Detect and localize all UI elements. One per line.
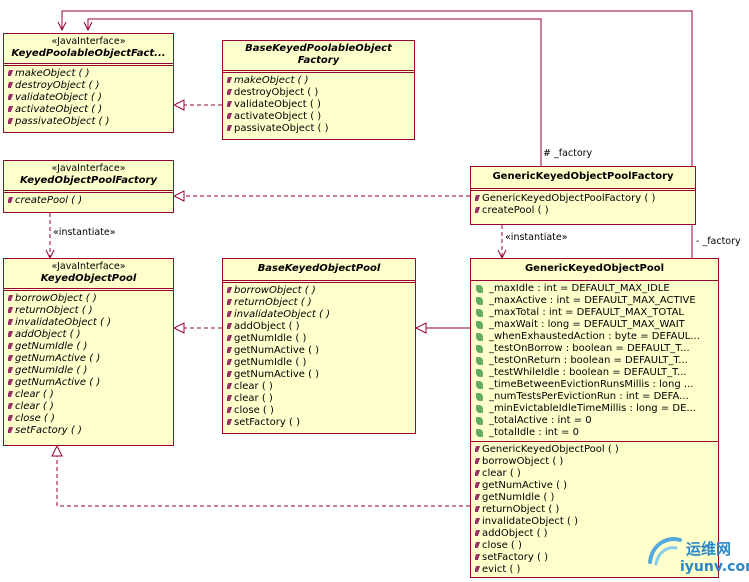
class-name: KeyedObjectPool <box>40 273 137 284</box>
operation: setFactory ( ) <box>475 552 715 564</box>
operation: addObject ( ) <box>8 329 170 341</box>
operation: returnObject ( ) <box>227 297 412 309</box>
operation: returnObject ( ) <box>475 504 715 516</box>
operation: getNumActive ( ) <box>227 369 412 381</box>
attribute: _maxActive : int = DEFAULT_MAX_ACTIVE <box>475 295 715 307</box>
operation: GenericKeyedObjectPoolFactory ( ) <box>475 193 692 205</box>
operation: getNumActive ( ) <box>475 480 715 492</box>
class-name: GenericKeyedObjectPool <box>524 263 665 274</box>
class-name-line1: BaseKeyedPoolableObject <box>245 43 392 54</box>
operations-section: createPool ( ) <box>4 192 173 209</box>
operation: getNumActive ( ) <box>8 377 170 389</box>
operation: destroyObject ( ) <box>8 80 170 92</box>
class-name: BaseKeyedObjectPool <box>257 263 381 274</box>
class-name: KeyedObjectPoolFactory <box>20 175 157 186</box>
operation: getNumIdle ( ) <box>475 492 715 504</box>
operation: createPool ( ) <box>8 195 170 207</box>
operation: clear ( ) <box>227 381 412 393</box>
realization-gkop-kop <box>57 446 470 507</box>
operation: passivateObject ( ) <box>227 123 411 135</box>
operations-section: borrowObject ( ) returnObject ( ) invali… <box>4 290 173 439</box>
class-generic-keyed-object-pool[interactable]: GenericKeyedObjectPool _maxIdle : int = … <box>470 258 719 578</box>
association-gkop-factory <box>62 10 693 258</box>
operation: invalidateObject ( ) <box>227 309 412 321</box>
attribute: _timeBetweenEvictionRunsMillis : long ..… <box>475 379 715 391</box>
operation: createPool ( ) <box>475 205 692 217</box>
operation: clear ( ) <box>475 468 715 480</box>
operation: getNumIdle ( ) <box>227 333 412 345</box>
operation: setFactory ( ) <box>8 425 170 437</box>
operation: validateObject ( ) <box>8 92 170 104</box>
attribute: _maxTotal : int = DEFAULT_MAX_TOTAL <box>475 307 715 319</box>
stereotype-label: «JavaInterface» <box>51 163 126 174</box>
operation: destroyObject ( ) <box>227 87 411 99</box>
watermark-cn: 运维网 <box>686 540 732 558</box>
operation: evict ( ) <box>475 564 715 576</box>
attribute: _testWhileIdle : boolean = DEFAULT_T... <box>475 367 715 379</box>
operation: invalidateObject ( ) <box>8 317 170 329</box>
operation: returnObject ( ) <box>8 305 170 317</box>
operation: borrowObject ( ) <box>475 456 715 468</box>
instantiate-left-label: «instantiate» <box>53 227 116 238</box>
class-name-line2: Factory <box>297 55 340 66</box>
operation: close ( ) <box>227 405 412 417</box>
operation: clear ( ) <box>227 393 412 405</box>
operation: getNumIdle ( ) <box>8 341 170 353</box>
operations-section: borrowObject ( ) returnObject ( ) invali… <box>223 282 415 431</box>
watermark-logo-icon <box>648 537 682 566</box>
operations-section: GenericKeyedObjectPool ( ) borrowObject … <box>471 441 718 578</box>
attribute: _minEvictableIdleTimeMillis : long = DE.… <box>475 403 715 415</box>
attribute: _testOnReturn : boolean = DEFAULT_T... <box>475 355 715 367</box>
operation: passivateObject ( ) <box>8 116 170 128</box>
attribute: _totalActive : int = 0 <box>475 415 715 427</box>
operation: getNumIdle ( ) <box>227 357 412 369</box>
class-generic-keyed-object-pool-factory[interactable]: GenericKeyedObjectPoolFactory GenericKey… <box>470 166 696 225</box>
operation: clear ( ) <box>8 389 170 401</box>
operation: getNumIdle ( ) <box>8 365 170 377</box>
attribute: _maxIdle : int = DEFAULT_MAX_IDLE <box>475 283 715 295</box>
attribute: _testOnBorrow : boolean = DEFAULT_T... <box>475 343 715 355</box>
operation: invalidateObject ( ) <box>475 516 715 528</box>
attribute: _totalIdle : int = 0 <box>475 427 715 439</box>
operation: activateObject ( ) <box>8 104 170 116</box>
class-keyed-poolable-object-factory[interactable]: «JavaInterface» KeyedPoolableObjectFact.… <box>3 33 174 133</box>
operation: getNumActive ( ) <box>8 353 170 365</box>
stereotype-label: «JavaInterface» <box>51 36 126 47</box>
factory-minus-label: - _factory <box>696 236 741 247</box>
operation: addObject ( ) <box>475 528 715 540</box>
attribute: _whenExhaustedAction : byte = DEFAUL... <box>475 331 715 343</box>
operation: addObject ( ) <box>227 321 412 333</box>
operation: close ( ) <box>8 413 170 425</box>
operation: borrowObject ( ) <box>8 293 170 305</box>
attributes-section: _maxIdle : int = DEFAULT_MAX_IDLE _maxAc… <box>471 281 718 441</box>
operation: borrowObject ( ) <box>227 285 412 297</box>
operation: validateObject ( ) <box>227 99 411 111</box>
operation: close ( ) <box>475 540 715 552</box>
operation: clear ( ) <box>8 401 170 413</box>
class-keyed-object-pool-factory[interactable]: «JavaInterface» KeyedObjectPoolFactory c… <box>3 160 174 213</box>
attribute: _numTestsPerEvictionRun : int = DEFA... <box>475 391 715 403</box>
factory-hash-label: # _factory <box>543 148 593 159</box>
operation: setFactory ( ) <box>227 417 412 429</box>
watermark-url: iyunv.com <box>680 559 749 575</box>
stereotype-label: «JavaInterface» <box>51 261 126 272</box>
class-keyed-object-pool[interactable]: «JavaInterface» KeyedObjectPool borrowOb… <box>3 258 174 446</box>
operations-section: makeObject ( ) destroyObject ( ) validat… <box>223 72 414 137</box>
operation: makeObject ( ) <box>227 75 411 87</box>
operation: getNumActive ( ) <box>227 345 412 357</box>
operation: makeObject ( ) <box>8 68 170 80</box>
operation: activateObject ( ) <box>227 111 411 123</box>
class-name: GenericKeyedObjectPoolFactory <box>492 171 674 182</box>
class-name: KeyedPoolableObjectFact... <box>11 48 166 59</box>
operation: GenericKeyedObjectPool ( ) <box>475 444 715 456</box>
class-base-keyed-object-pool[interactable]: BaseKeyedObjectPool borrowObject ( ) ret… <box>222 258 416 434</box>
attribute: _maxWait : long = DEFAULT_MAX_WAIT <box>475 319 715 331</box>
class-base-keyed-poolable-object-factory[interactable]: BaseKeyedPoolableObject Factory makeObje… <box>222 40 415 140</box>
operations-section: GenericKeyedObjectPoolFactory ( ) create… <box>471 190 695 219</box>
operations-section: makeObject ( ) destroyObject ( ) validat… <box>4 65 173 130</box>
association-gkopf-factory <box>88 18 542 166</box>
instantiate-right-label: «instantiate» <box>505 232 568 243</box>
